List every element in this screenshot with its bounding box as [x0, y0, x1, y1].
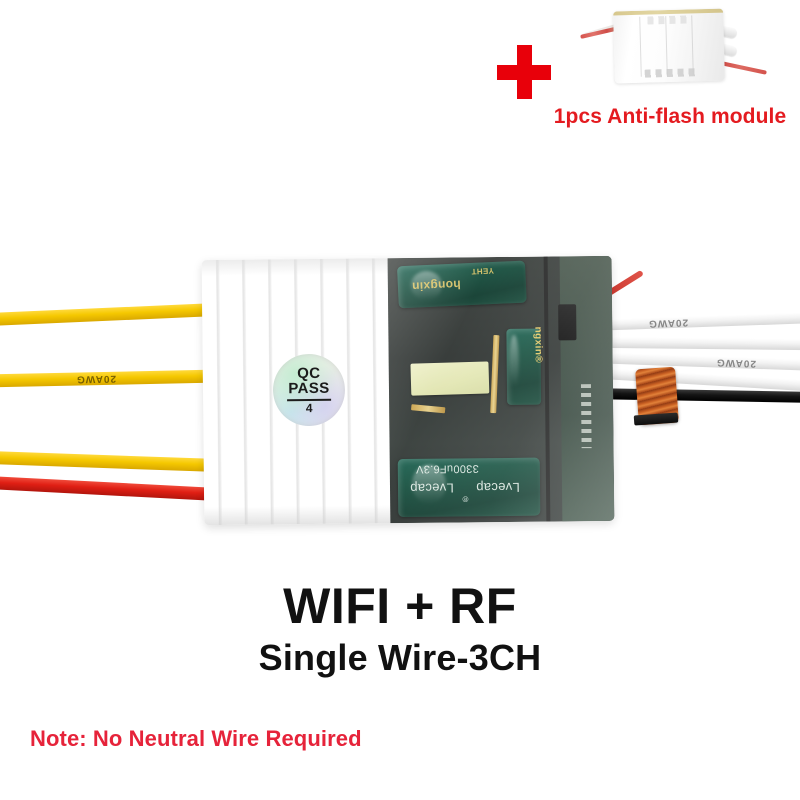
wire-yellow-2: 20AWG — [0, 369, 215, 388]
anti-flash-module-caption: 1pcs Anti-flash module — [553, 105, 787, 128]
wifi-rf-switch-device: QC PASS 4 hongxin YEHT ngxin® — [201, 255, 615, 526]
film-capacitor — [410, 361, 490, 396]
anti-flash-module-photo — [578, 2, 768, 97]
wire-yellow-1 — [0, 303, 215, 326]
qc-label-line2: PASS — [288, 380, 330, 398]
module-top-edge — [613, 8, 724, 16]
capacitor-top-brand: hongxin — [411, 277, 461, 294]
qc-label-line1: QC — [297, 364, 321, 382]
capacitor-bottom-brand-left: Lvecap — [475, 479, 520, 496]
capacitor-bottom: 3300uF6.3V Lvecap Lvecap ® — [397, 457, 541, 518]
wire-white-2 — [595, 336, 800, 351]
heatsink-top-shading — [201, 258, 388, 277]
module-seam-1 — [639, 16, 642, 77]
plus-icon — [497, 45, 551, 99]
pcb-assembly: hongxin YEHT ngxin® 3300uF6.3V Lvecap Lv… — [387, 255, 615, 524]
capacitor-bottom-value: 3300uF6.3V — [415, 462, 479, 475]
component-lead-horizontal — [410, 404, 446, 414]
wire-white-1: 20AWG — [595, 312, 800, 331]
rf-antenna-coil-base — [633, 412, 679, 426]
wire-red-left — [0, 476, 215, 501]
qc-inspector-number: 4 — [305, 400, 313, 415]
module-seam-3 — [691, 15, 694, 76]
qc-pass-sticker: QC PASS 4 — [272, 353, 346, 427]
wire-marking-20awg-right-2: 20AWG — [715, 356, 757, 369]
module-vent-top — [647, 15, 692, 25]
capacitor-top-marking: YEHT — [471, 265, 495, 276]
capacitor-top: hongxin YEHT — [397, 260, 527, 309]
wire-white-3: 20AWG — [595, 352, 800, 371]
product-title: WIFI + RF — [283, 578, 517, 634]
wire-marking-20awg-left: 20AWG — [75, 372, 117, 385]
module-vent-bottom — [644, 68, 697, 78]
pcb-black-component — [558, 304, 577, 341]
pcb-shield-divider — [543, 256, 551, 522]
capacitor-registered-mark: ® — [462, 494, 469, 504]
capacitor-middle-gloss — [509, 334, 519, 387]
module-wire-red-right — [721, 61, 767, 75]
module-seam-2 — [665, 16, 668, 77]
capacitor-bottom-brand-right: Lvecap — [409, 480, 454, 496]
capacitor-side-text: ngxin® — [532, 326, 544, 364]
device-shell: QC PASS 4 hongxin YEHT ngxin® — [201, 255, 615, 526]
product-note: Note: No Neutral Wire Required — [30, 726, 362, 751]
product-subtitle: Single Wire-3CH — [258, 637, 542, 678]
pcb-solder-pads — [580, 384, 592, 449]
component-lead-vertical — [490, 334, 500, 414]
wire-marking-20awg-right: 20AWG — [647, 316, 689, 329]
module-body — [613, 8, 725, 84]
wire-black-right — [595, 388, 800, 403]
wire-yellow-3 — [0, 451, 215, 472]
heatsink-bottom-shading — [204, 505, 391, 526]
